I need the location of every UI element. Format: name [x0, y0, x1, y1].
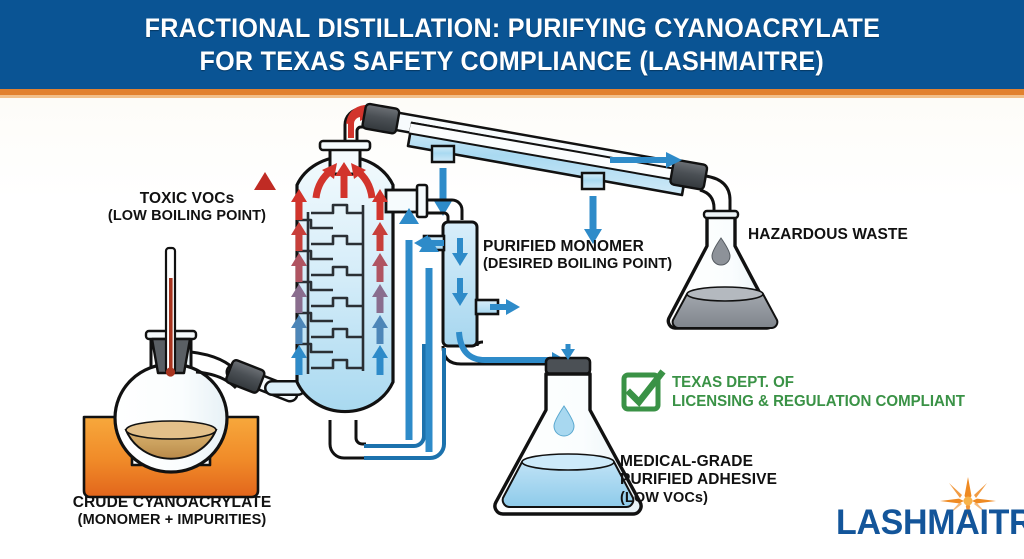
round-bottom-flask	[113, 329, 241, 474]
orange-divider	[0, 89, 1024, 95]
label-crude-line2: (MONOMER + IMPURITIES)	[77, 512, 267, 529]
compliance-text: TEXAS DEPT. OF LICENSING & REGULATION CO…	[672, 374, 974, 412]
label-hazardous-waste: HAZARDOUS WASTE	[748, 226, 908, 244]
label-hazardous-waste-line1: HAZARDOUS WASTE	[748, 226, 908, 243]
label-crude-line1: CRUDE CYANOACRYLATE	[72, 494, 272, 511]
header-banner: FRACTIONAL DISTILLATION: PURIFYING CYANO…	[0, 0, 1024, 89]
label-crude-cyanoacrylate: CRUDE CYANOACRYLATE (MONOMER + IMPURITIE…	[56, 494, 288, 529]
label-medical-line2: PURIFIED ADHESIVE	[620, 471, 778, 489]
compliance-badge: TEXAS DEPT. OF LICENSING & REGULATION CO…	[621, 369, 974, 412]
green-check-icon	[621, 369, 666, 412]
column-vapor-arrows	[291, 162, 388, 375]
erlenmeyer-waste-flask	[666, 209, 779, 330]
logo-text: LASHMAITRE	[836, 503, 1024, 542]
label-medical-line1: MEDICAL-GRADE	[620, 453, 754, 470]
toxic-voc-arrow	[254, 172, 276, 318]
label-toxic-vocs-line1: TOXIC VOCs	[139, 190, 235, 207]
compliance-line1: TEXAS DEPT. OF	[672, 373, 794, 391]
label-medical-line3: (LOW VOCs)	[620, 489, 708, 506]
title-line-1: FRACTIONAL DISTILLATION: PURIFYING CYANO…	[144, 12, 880, 43]
starburst-icon	[940, 477, 996, 519]
column-bottom-return-pipes	[364, 208, 446, 460]
compliance-line2: LICENSING & REGULATION COMPLIANT	[672, 392, 965, 410]
erlenmeyer-product-flask	[493, 344, 643, 516]
orange-divider-soft	[0, 95, 1024, 98]
label-toxic-vocs: TOXIC VOCs (LOW BOILING POINT)	[97, 190, 277, 225]
logo: LASHMAITRE	[836, 477, 1024, 542]
angled-condenser	[361, 102, 709, 244]
condenser-to-waste-pipe	[699, 174, 732, 216]
fractionating-column	[295, 139, 429, 460]
label-toxic-vocs-line2: (LOW BOILING POINT)	[107, 208, 267, 225]
label-purified-monomer-line1: PURIFIED MONOMER	[483, 238, 644, 255]
label-purified-monomer: PURIFIED MONOMER (DESIRED BOILING POINT)	[483, 238, 672, 273]
label-medical-grade: MEDICAL-GRADE PURIFIED ADHESIVE (LOW VOC…	[620, 453, 777, 507]
title-line-2: FOR TEXAS SAFETY COMPLIANCE (LASHMAITRE)	[199, 45, 825, 76]
thermometer	[164, 246, 177, 377]
flask-to-column-connector	[225, 359, 306, 403]
label-purified-monomer-line2: (DESIRED BOILING POINT)	[483, 256, 673, 273]
